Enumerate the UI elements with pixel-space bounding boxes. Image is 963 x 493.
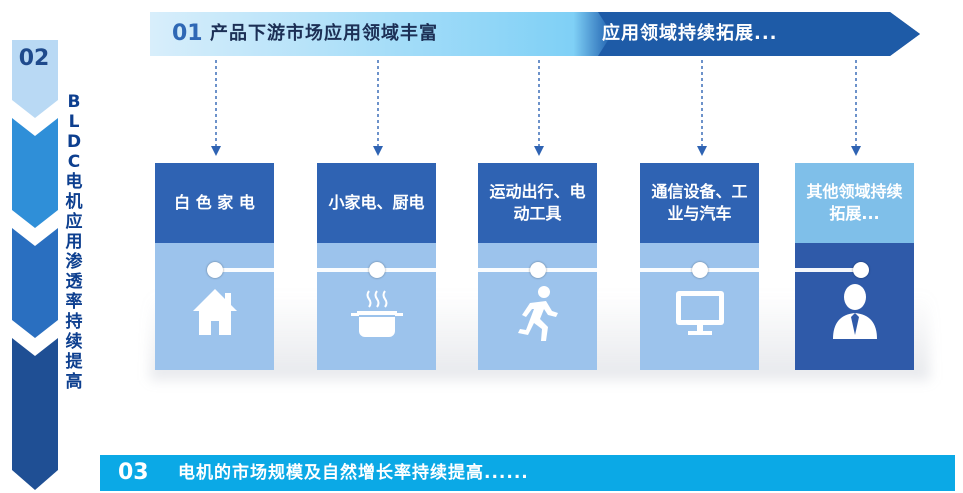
top-banner [150,12,920,56]
left-ribbon [12,40,58,490]
cooking-pot-icon [351,290,403,337]
top-banner-right-text: 应用领域持续拓展... [602,23,778,44]
top-banner-number: 01 [172,21,203,46]
card-5-label: 其他领域持续拓展... [806,182,903,223]
bottom-banner-number: 03 [118,460,149,485]
card-1-header: 白 色 家 电 [155,163,274,243]
left-ribbon-number: 02 [18,46,50,71]
timeline-dot [853,262,869,278]
house-icon [193,289,237,335]
connector-arrows [211,60,861,156]
bottom-banner [100,455,955,491]
left-ribbon-title: BLDC电机应用渗透率持续提高 [65,92,83,392]
card-1-label: 白 色 家 电 [174,193,255,212]
card-3-label: 运动出行、电动工具 [489,182,586,223]
card-2-label: 小家电、厨电 [328,193,425,212]
monitor-icon [676,291,724,335]
running-person-icon [518,286,558,341]
timeline-dot [369,262,385,278]
card-4-header: 通信设备、工业与汽车 [640,163,759,243]
bottom-banner-text: 电机的市场规模及自然增长率持续提高...... [178,463,529,483]
card-5-header: 其他领域持续拓展... [795,163,914,243]
timeline-dot [207,262,223,278]
card-5-body [795,243,914,370]
timeline-dot [530,262,546,278]
card-3-header: 运动出行、电动工具 [478,163,597,243]
business-person-icon [833,284,877,339]
timeline-dot [692,262,708,278]
card-4-label: 通信设备、工业与汽车 [651,182,748,223]
top-banner-text: 产品下游市场应用领域丰富 [210,23,438,44]
card-2-header: 小家电、厨电 [317,163,436,243]
